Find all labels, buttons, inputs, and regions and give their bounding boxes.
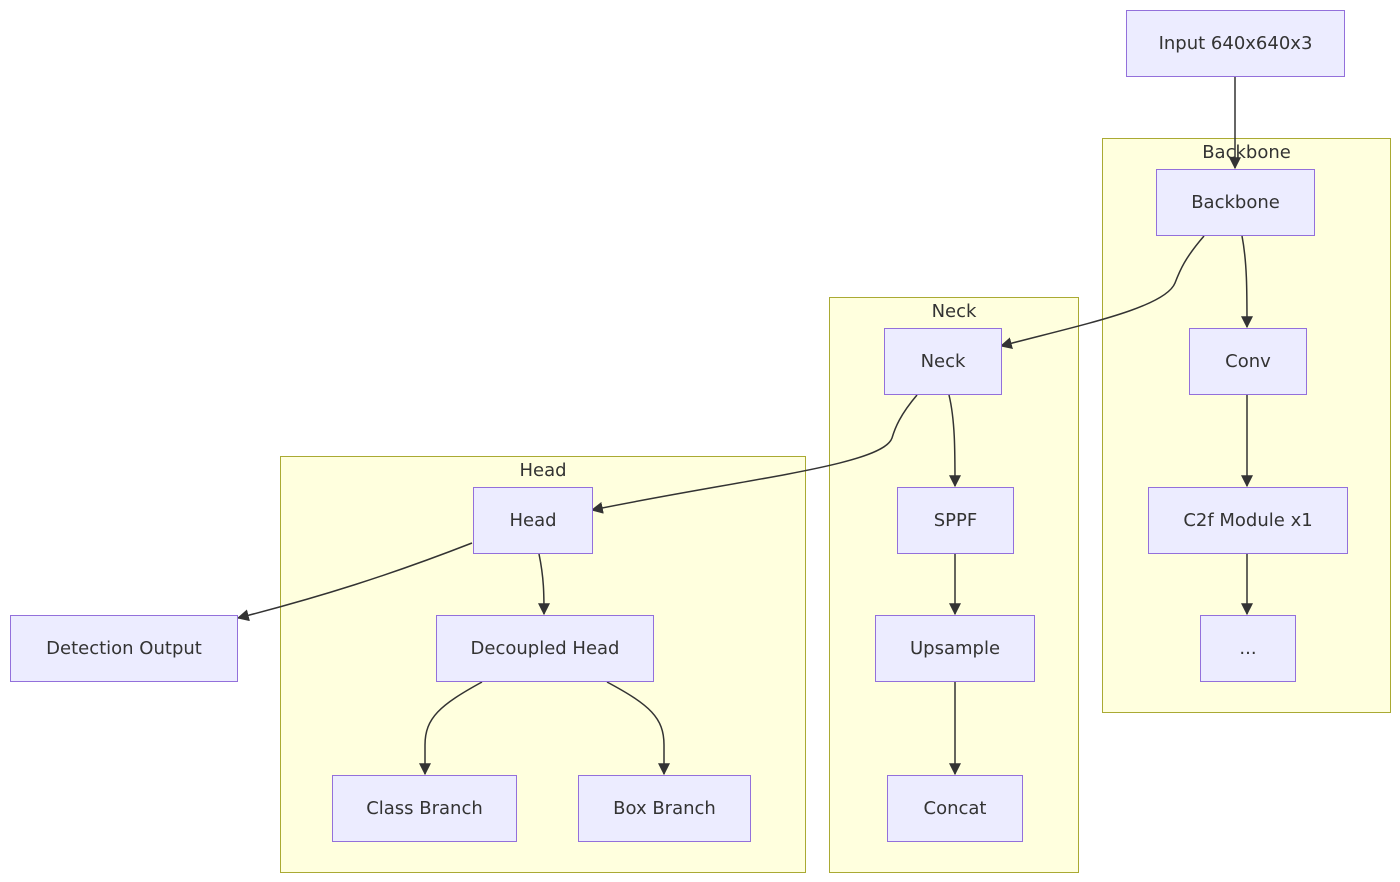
node-ellipsis[interactable]: ...: [1200, 615, 1296, 682]
node-backbone[interactable]: Backbone: [1156, 169, 1315, 236]
node-decoupled-head[interactable]: Decoupled Head: [436, 615, 654, 682]
cluster-backbone-title: Backbone: [1202, 142, 1291, 163]
node-neck[interactable]: Neck: [884, 328, 1002, 395]
cluster-head-title: Head: [519, 460, 567, 481]
cluster-neck-title: Neck: [931, 301, 977, 322]
node-box-branch[interactable]: Box Branch: [578, 775, 751, 842]
node-c2f-module[interactable]: C2f Module x1: [1148, 487, 1348, 554]
node-upsample[interactable]: Upsample: [875, 615, 1035, 682]
node-concat[interactable]: Concat: [887, 775, 1023, 842]
node-input[interactable]: Input 640x640x3: [1126, 10, 1345, 77]
node-detection-output[interactable]: Detection Output: [10, 615, 238, 682]
node-class-branch[interactable]: Class Branch: [332, 775, 517, 842]
node-sppf[interactable]: SPPF: [897, 487, 1014, 554]
node-head[interactable]: Head: [473, 487, 593, 554]
node-conv[interactable]: Conv: [1189, 328, 1307, 395]
